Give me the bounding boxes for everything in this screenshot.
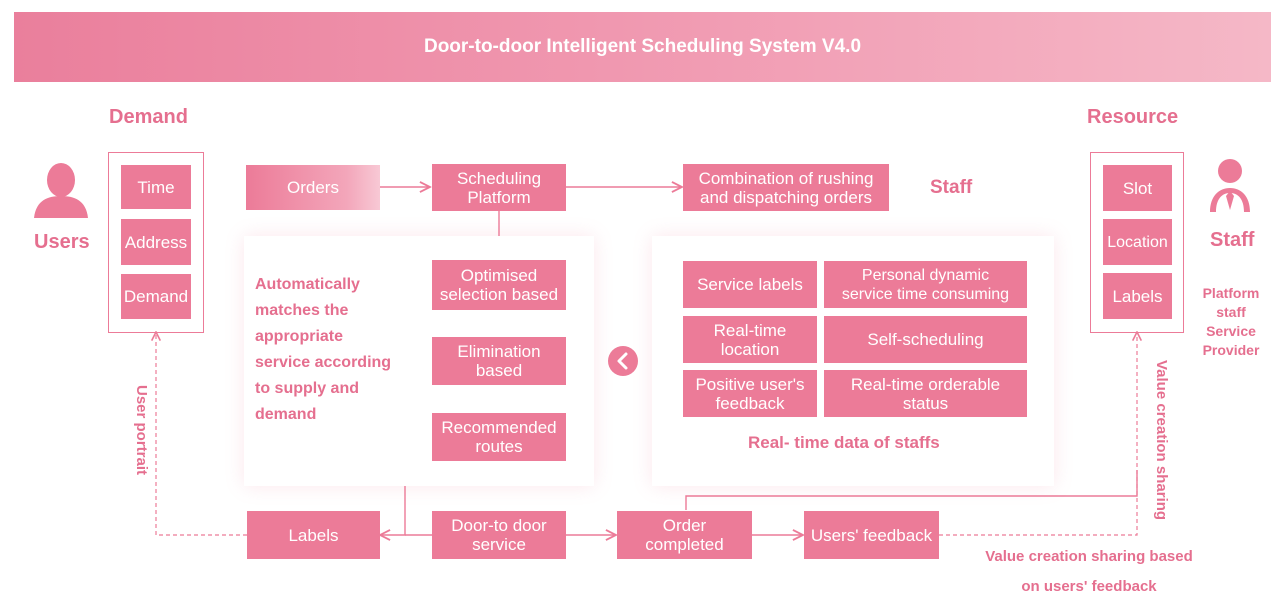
demand-item-address: Address xyxy=(121,219,191,265)
combination-box: Combination of rushing and dispatching o… xyxy=(683,164,889,211)
staff-data-self-scheduling: Self-scheduling xyxy=(824,316,1027,363)
staff-data-service-labels: Service labels xyxy=(683,261,817,308)
user-icon xyxy=(32,160,90,223)
resource-item-location: Location xyxy=(1103,219,1172,265)
value-sharing-based-label: Value creation sharing based on users' f… xyxy=(985,548,1193,595)
resource-frame xyxy=(1090,152,1184,333)
diagram-title: Door-to-door Intelligent Scheduling Syst… xyxy=(423,36,862,57)
staff-data-time-consuming: Personal dynamic service time consuming xyxy=(824,261,1027,308)
title-banner: Door-to-door Intelligent Scheduling Syst… xyxy=(14,12,1271,82)
door-service-box: Door-to door service xyxy=(432,511,566,559)
optimised-box: Optimised selection based xyxy=(432,260,566,310)
staff-data-caption: Real- time data of staffs xyxy=(748,433,940,452)
demand-item-time: Time xyxy=(121,165,191,209)
user-portrait-label: User portrait xyxy=(133,385,150,476)
staff-icon xyxy=(1207,158,1253,221)
order-completed-box: Order completed xyxy=(617,511,752,559)
staff-label: Staff xyxy=(1210,229,1255,251)
recommended-box: Recommended routes xyxy=(432,413,566,461)
resource-item-labels: Labels xyxy=(1103,273,1172,319)
demand-heading: Demand xyxy=(109,106,188,128)
users-label: Users xyxy=(34,231,90,253)
dashed-user-portrait xyxy=(156,332,247,536)
resource-item-slot: Slot xyxy=(1103,165,1172,211)
value-sharing-label: Value creation sharing xyxy=(1153,360,1170,521)
labels-box: Labels xyxy=(247,511,380,559)
users-feedback-box: Users' feedback xyxy=(804,511,939,559)
demand-frame xyxy=(108,152,204,333)
staff-tag: Staff xyxy=(930,177,973,198)
chevron-left-icon xyxy=(608,346,638,381)
staff-roles: Platform staff Service Provider xyxy=(1202,285,1260,358)
staff-data-location: Real-time location xyxy=(683,316,817,363)
staff-data-positive-feedback: Positive user's feedback xyxy=(683,370,817,417)
resource-heading: Resource xyxy=(1087,106,1179,128)
scheduling-platform-box: Scheduling Platform xyxy=(432,164,566,211)
demand-item-demand: Demand xyxy=(121,274,191,319)
orders-box: Orders xyxy=(246,165,380,210)
staff-data-orderable-status: Real-time orderable status xyxy=(824,370,1027,417)
line-completed-to-value-sharing xyxy=(685,470,1138,510)
dashed-value-sharing xyxy=(939,332,1137,536)
matching-text: Automatically matches the appropriate se… xyxy=(255,276,392,423)
elimination-box: Elimination based xyxy=(432,337,566,385)
